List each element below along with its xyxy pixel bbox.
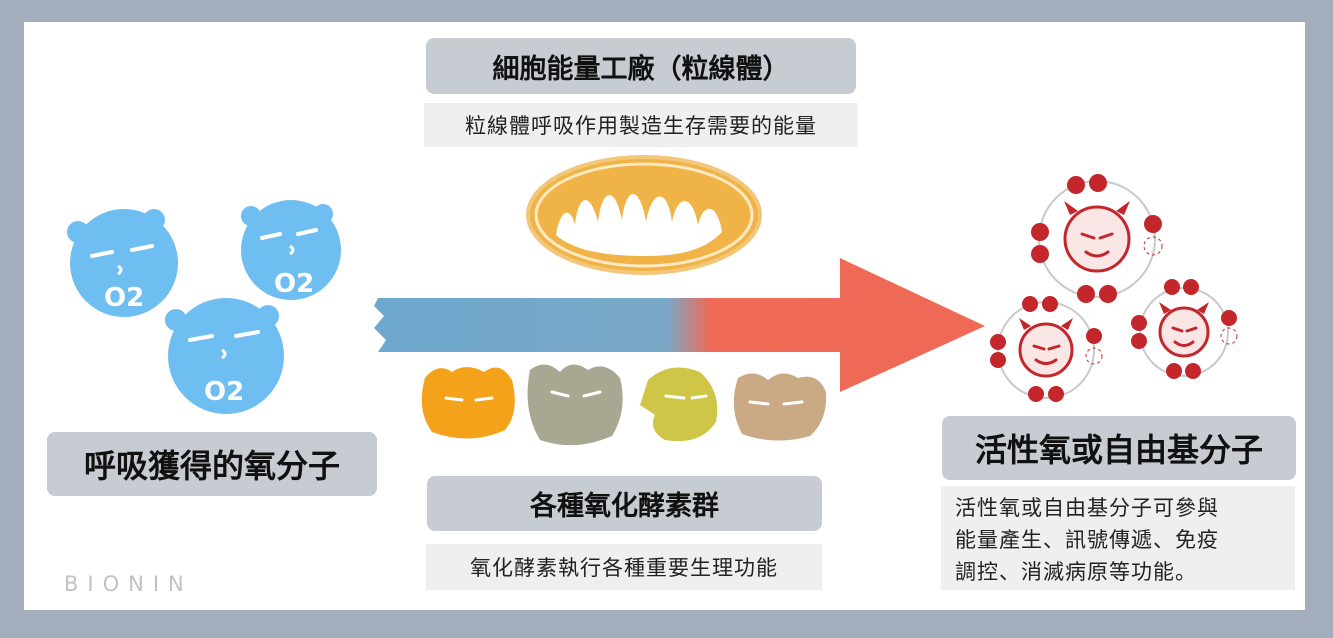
enzyme-icon bbox=[733, 373, 827, 441]
oxygen-label: 呼吸獲得的氧分子 bbox=[47, 432, 377, 496]
enzyme-icon bbox=[527, 364, 623, 446]
oxygen-glyph: O2 bbox=[104, 283, 144, 313]
mitochondria-description: 粒線體呼吸作用製造生存需要的能量 bbox=[424, 103, 858, 147]
ros-description-line: 活性氧或自由基分子可參與 bbox=[955, 496, 1219, 520]
oxygen-molecule-icon: O2 bbox=[165, 298, 284, 414]
enzyme-icon bbox=[421, 367, 515, 439]
enzyme-description: 氧化酵素執行各種重要生理功能 bbox=[426, 544, 822, 590]
free-radical-icon bbox=[990, 296, 1103, 402]
ros-description-line: 調控、消滅病原等功能。 bbox=[955, 560, 1197, 584]
ros-description-line: 能量產生、訊號傳遞、免疫 bbox=[955, 528, 1219, 552]
mitochondria-title: 細胞能量工廠（粒線體） bbox=[426, 38, 856, 94]
free-radical-icon bbox=[1031, 174, 1163, 303]
oxygen-molecule-icon: O2 bbox=[241, 200, 341, 300]
mitochondria-icon bbox=[526, 155, 762, 275]
oxygen-molecule-icon: O2 bbox=[67, 209, 178, 317]
oxygen-glyph: O2 bbox=[204, 377, 244, 407]
enzyme-title: 各種氧化酵素群 bbox=[427, 476, 822, 531]
enzyme-icon bbox=[640, 367, 718, 442]
watermark: BIONIN bbox=[64, 572, 193, 596]
process-arrow bbox=[374, 258, 985, 392]
oxygen-glyph: O2 bbox=[274, 269, 314, 299]
ros-title: 活性氧或自由基分子 bbox=[942, 416, 1296, 480]
ros-description: 活性氧或自由基分子可參與 能量產生、訊號傳遞、免疫 調控、消滅病原等功能。 bbox=[941, 486, 1295, 590]
free-radical-icon bbox=[1131, 279, 1238, 379]
